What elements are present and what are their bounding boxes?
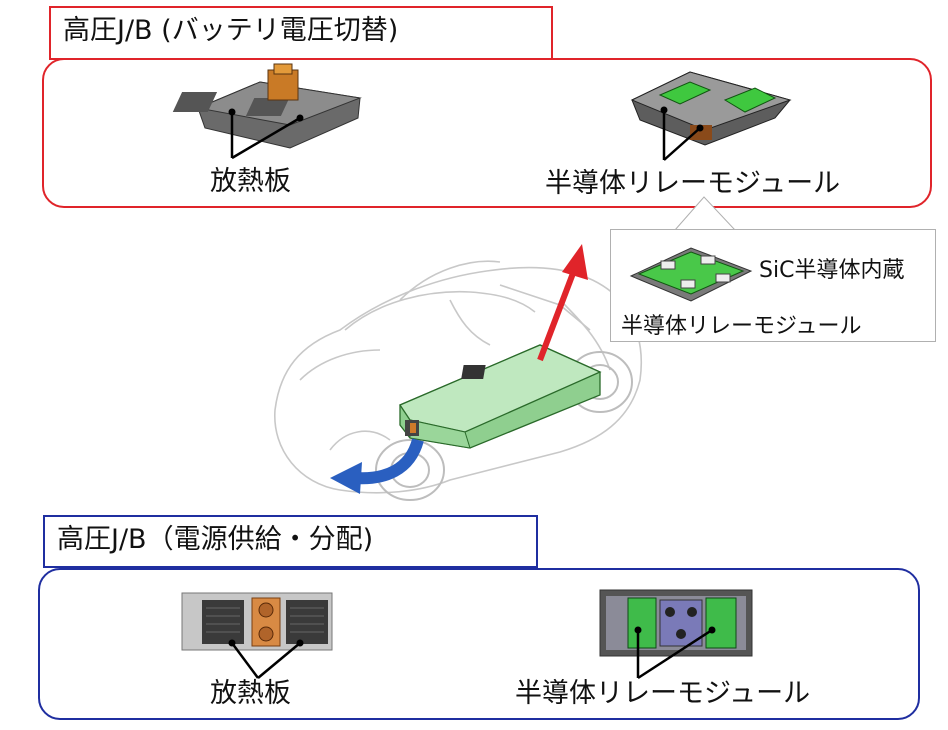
top-section-title: 高圧J/B (バッテリ電圧切替): [49, 6, 553, 60]
battery-pack: [399, 344, 602, 449]
up-arrow: [537, 244, 588, 362]
callout-box: SiC半導体内蔵 半導体リレーモジュール: [610, 229, 936, 342]
bottom-relay-label: 半導体リレーモジュール: [515, 678, 811, 709]
bottom-heat-sink-label: 放熱板: [210, 678, 291, 709]
down-arrow: [330, 438, 424, 494]
bottom-section-title: 高圧J/B（電源供給・分配): [43, 515, 538, 568]
top-relay-label: 半導体リレーモジュール: [545, 168, 841, 199]
sic-module-image: [629, 247, 753, 302]
bottom-panel: [38, 568, 920, 720]
callout-module-label: 半導体リレーモジュール: [621, 314, 862, 339]
callout-feature-label: SiC半導体内蔵: [759, 258, 905, 283]
top-heat-sink-label: 放熱板: [210, 166, 291, 197]
